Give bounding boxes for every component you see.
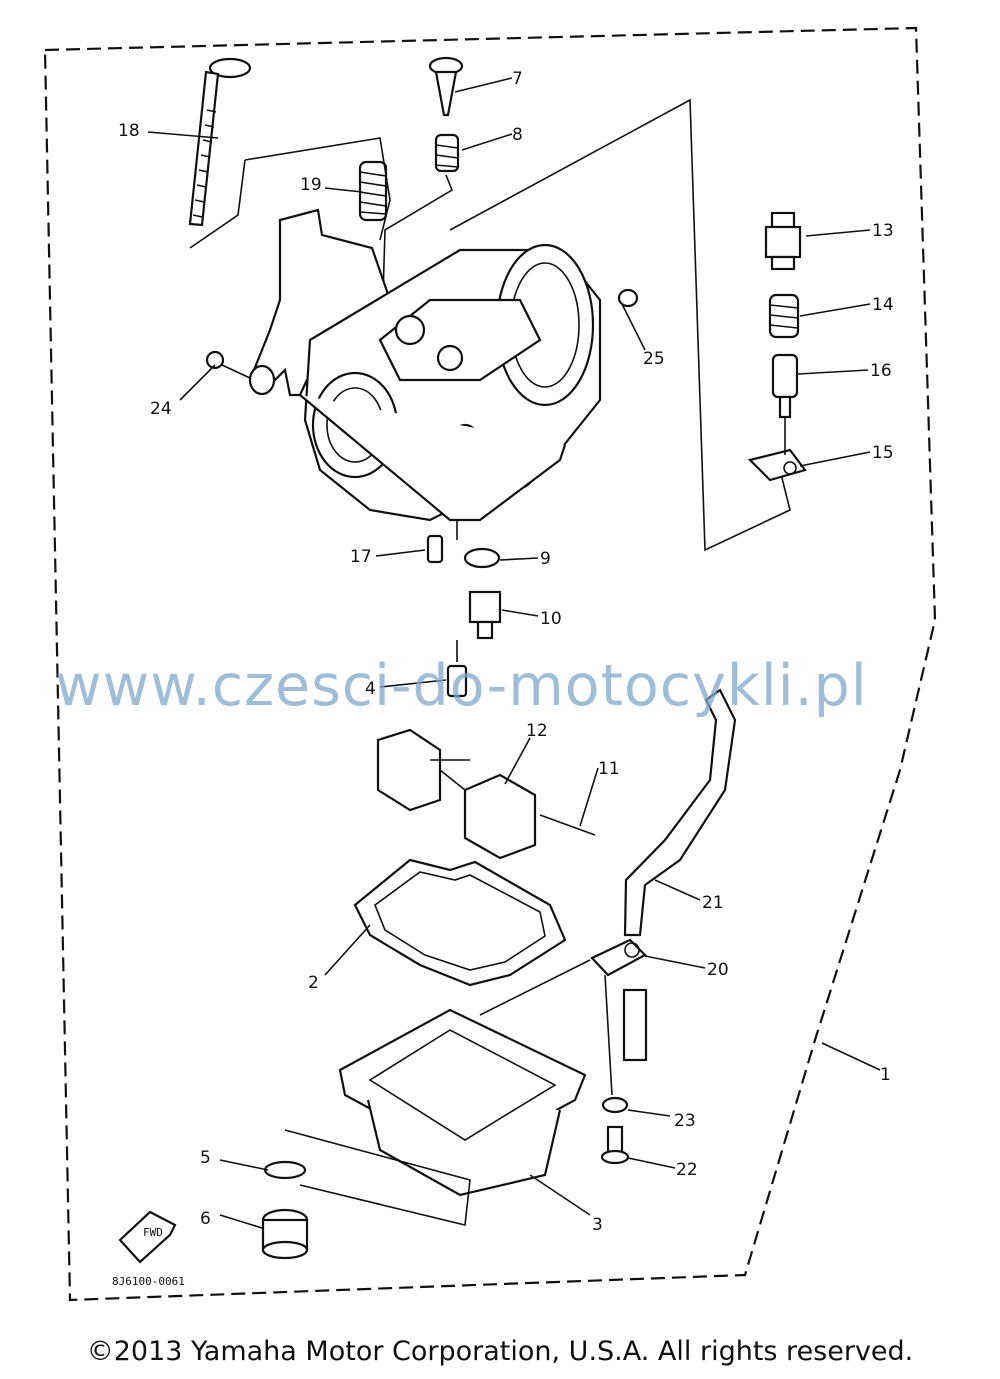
part-24-screw <box>205 350 276 396</box>
copyright-notice: ©2013 Yamaha Motor Corporation, U.S.A. A… <box>86 1336 914 1367</box>
drawing-code: 8J6100-0061 <box>112 1275 185 1288</box>
part-25-screw <box>617 288 639 308</box>
watermark: www.czesci-do-motocykli.pl <box>55 653 868 719</box>
callout-5: 5 <box>200 1148 211 1168</box>
part-2-gasket <box>353 858 567 987</box>
part-14-spring <box>768 293 800 339</box>
part-4-jet <box>446 664 468 698</box>
callout-11: 11 <box>598 759 620 779</box>
callout-12: 12 <box>526 721 548 741</box>
callout-22: 22 <box>676 1160 698 1180</box>
part-3-float-bowl <box>338 1008 587 1197</box>
part-6-plug <box>261 1208 309 1260</box>
callout-3: 3 <box>592 1215 603 1235</box>
fwd-mark-label: FWD <box>143 1226 163 1239</box>
part-16-plunger <box>771 353 799 419</box>
part-20-bracket <box>590 938 648 1062</box>
callout-10: 10 <box>540 609 562 629</box>
part-17-jet <box>426 534 444 564</box>
callout-19: 19 <box>300 175 322 195</box>
callout-24: 24 <box>150 399 172 419</box>
assembly-boundary <box>43 26 937 1302</box>
callout-25: 25 <box>643 349 665 369</box>
part-carburetor-body <box>248 98 791 552</box>
part-8-spring <box>434 133 460 173</box>
callout-1: 1 <box>880 1065 891 1085</box>
part-23-washer <box>601 1096 629 1114</box>
callout-23: 23 <box>674 1111 696 1131</box>
part-13-plug <box>764 211 802 271</box>
part-12-float <box>376 728 537 860</box>
part-15-gasket <box>747 448 807 482</box>
callouts: 7 8 18 19 13 14 16 15 25 24 17 9 10 4 12… <box>118 69 894 1235</box>
callout-17: 17 <box>350 547 372 567</box>
callout-6: 6 <box>200 1209 211 1229</box>
callout-2: 2 <box>308 973 319 993</box>
part-11-pin <box>539 814 596 836</box>
part-9-washer <box>463 547 501 569</box>
part-10-needle-jet <box>468 590 502 640</box>
part-7-screw <box>428 56 464 117</box>
part-22-screw <box>600 1125 630 1165</box>
callout-16: 16 <box>870 361 892 381</box>
callout-4: 4 <box>365 679 376 699</box>
leader-lines <box>147 77 881 1229</box>
callout-8: 8 <box>512 125 523 145</box>
fwd-mark-icon: FWD <box>118 1210 177 1264</box>
callout-21: 21 <box>702 893 724 913</box>
callout-20: 20 <box>707 960 729 980</box>
part-18-screw <box>188 57 252 227</box>
callout-18: 18 <box>118 121 140 141</box>
part-21-hose <box>623 688 737 937</box>
callout-7: 7 <box>512 69 523 89</box>
callout-13: 13 <box>872 221 894 241</box>
part-5-o-ring <box>263 1160 307 1180</box>
callout-15: 15 <box>872 443 894 463</box>
callout-14: 14 <box>872 295 894 315</box>
callout-9: 9 <box>540 549 551 569</box>
